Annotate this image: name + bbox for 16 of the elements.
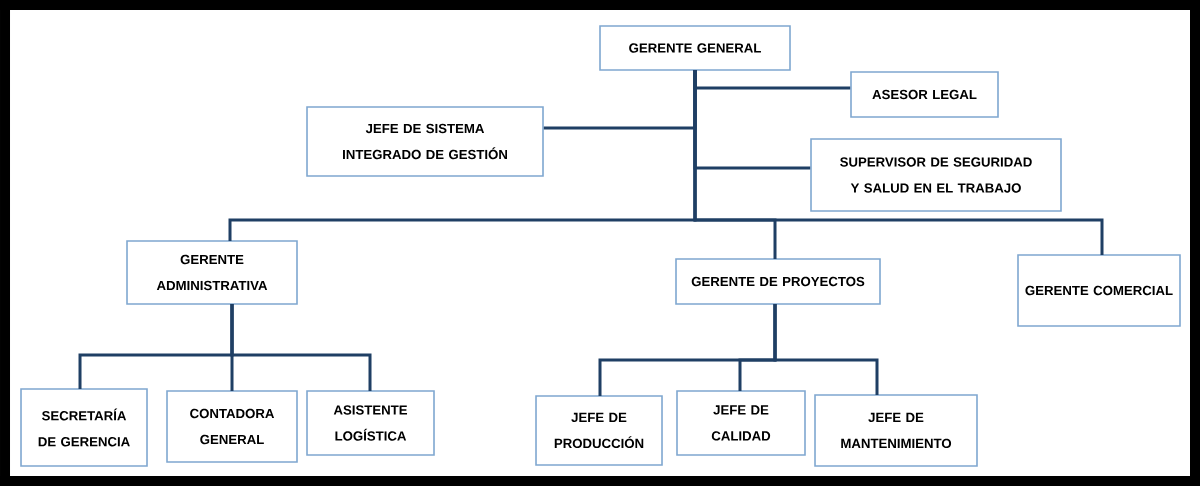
org-box: JEFE DE CALIDAD — [676, 390, 806, 456]
connector-line — [230, 304, 372, 391]
org-box: SUPERVISOR DE SEGURIDAD Y SALUD EN EL TRABAJO — [810, 138, 1062, 212]
org-box: GERENTE GENERAL — [599, 25, 791, 71]
connector-line — [773, 304, 879, 395]
org-box: GERENTE COMERCIAL — [1017, 254, 1181, 327]
org-box: GERENTE ADMINISTRATIVA — [126, 240, 298, 305]
org-box: ASISTENTE LOGÍSTICA — [306, 390, 435, 456]
org-box: GERENTE DE PROYECTOS — [675, 258, 881, 305]
org-box: JEFE DE PRODUCCIÓN — [535, 395, 663, 466]
org-box: CONTADORA GENERAL — [166, 390, 298, 463]
org-box: ASESOR LEGAL — [850, 71, 999, 118]
org-box: SECRETARÍA DE GERENCIA — [20, 388, 148, 467]
connector-line — [693, 70, 1104, 255]
org-box: JEFE DE SISTEMA INTEGRADO DE GESTIÓN — [306, 106, 544, 177]
org-box: JEFE DE MANTENIMIENTO — [814, 394, 978, 467]
